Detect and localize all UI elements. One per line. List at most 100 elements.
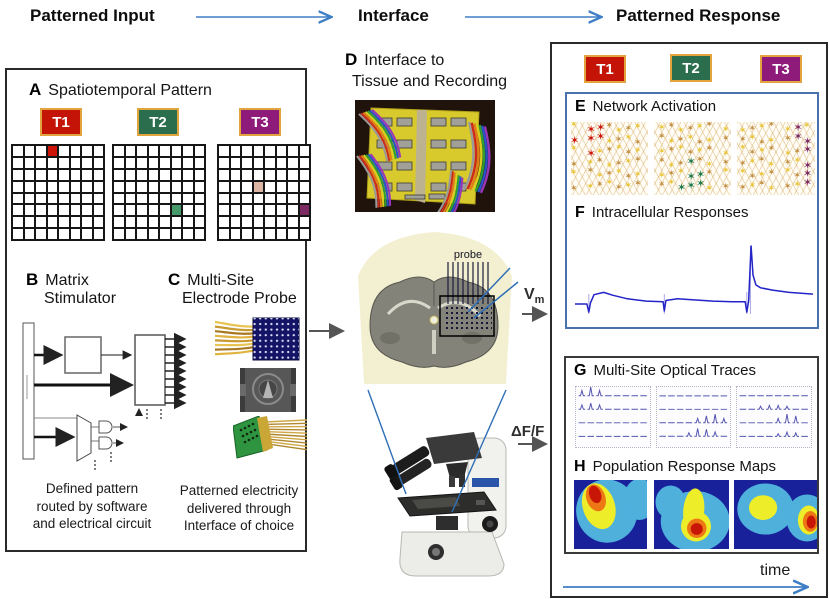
grid-cell	[182, 180, 194, 193]
grid-cell	[81, 180, 93, 193]
neuron-star: ✶	[739, 166, 747, 176]
neuron-star: ✶	[705, 182, 714, 193]
t1-label: T1	[40, 108, 82, 136]
grid-cell	[287, 216, 299, 229]
grid-cell	[147, 192, 159, 205]
grid-cell	[241, 228, 253, 240]
grid-cell	[58, 204, 70, 217]
grid-cell	[12, 156, 24, 169]
grid-cell	[113, 204, 125, 217]
grid-cell	[136, 216, 148, 229]
grid-cell	[46, 192, 58, 205]
grid-cell	[241, 180, 253, 193]
neuron-star: ✶	[667, 168, 676, 178]
grid-cell	[35, 180, 47, 193]
grid-cell	[252, 180, 264, 193]
neuron-star: ✶	[686, 155, 696, 168]
neuron-star: ✶	[803, 122, 811, 130]
grid-cell	[58, 156, 70, 169]
probe-label: probe	[454, 249, 482, 261]
neuron-star: ✶	[667, 122, 676, 130]
neuron-star: ✶	[624, 123, 633, 133]
neuron-star: ✶	[571, 182, 578, 193]
vm-label: Vm	[524, 286, 545, 307]
grid-cell	[92, 180, 104, 193]
grid-cell	[159, 156, 171, 169]
panel-f-letter: F	[575, 204, 585, 221]
neuron-star: ✶	[586, 148, 596, 160]
neuron-star: ✶	[767, 143, 776, 153]
neuron-star: ✶	[696, 122, 704, 131]
neuron-star: ✶	[784, 165, 792, 175]
neuron-star: ✶	[705, 122, 714, 129]
grid-cell	[298, 204, 310, 217]
grid-cell	[252, 216, 264, 229]
panel-c-letter: C	[168, 270, 181, 289]
grid-cell	[35, 192, 47, 205]
grid-cell	[218, 168, 230, 181]
panel-c-title-line2: Electrode Probe	[182, 290, 297, 307]
grid-cell	[113, 145, 125, 157]
neuron-star: ✶	[784, 156, 792, 167]
neuron-star: ✶	[596, 178, 604, 189]
network-activation-t1: ✶✶✶✶✶✶✶✶✶✶✶✶✶✶✶✶✶✶✶✶✶✶✶✶✶✶✶✶✶✶✶✶✶✶✶✶✶✶✶✶…	[571, 122, 648, 195]
grid-cell	[275, 168, 287, 181]
grid-cell	[46, 180, 58, 193]
grid-cell	[264, 180, 276, 193]
grid-cell	[170, 168, 182, 181]
grid-cell	[23, 192, 35, 205]
grid-cell	[218, 192, 230, 205]
grid-cell	[58, 192, 70, 205]
grid-cell	[58, 216, 70, 229]
grid-cell	[69, 168, 81, 181]
grid-cell	[193, 180, 205, 193]
grid-cell	[182, 192, 194, 205]
grid-cell	[275, 156, 287, 169]
grid-cell	[136, 228, 148, 240]
neuron-star: ✶	[793, 178, 802, 189]
neuron-star: ✶	[748, 171, 757, 181]
grid-cell	[35, 228, 47, 240]
grid-cell	[170, 192, 182, 205]
grid-cell	[147, 156, 159, 169]
grid-cell	[218, 204, 230, 217]
grid-cell	[170, 180, 182, 193]
grid-cell	[124, 204, 136, 217]
grid-cell	[182, 228, 194, 240]
panel-h-letter: H	[574, 458, 586, 475]
grid-cell	[287, 145, 299, 157]
panel-a-letter: A	[29, 80, 42, 99]
grid-cell	[287, 168, 299, 181]
grid-cell	[193, 168, 205, 181]
interface-board-photo	[355, 100, 495, 212]
neuron-star: ✶	[605, 135, 614, 146]
optical-traces-t3	[736, 386, 812, 448]
neuron-star: ✶	[634, 122, 642, 131]
neuron-star: ✶	[658, 130, 666, 141]
grid-cell	[58, 168, 70, 181]
grid-cell	[252, 204, 264, 217]
neuron-star: ✶	[667, 159, 676, 170]
neuron-star: ✶	[605, 176, 614, 187]
grid-cell	[298, 192, 310, 205]
needle-probe-image	[233, 416, 308, 459]
grid-cell	[92, 168, 104, 181]
neuron-star: ✶	[634, 177, 642, 188]
grid-cell	[218, 216, 230, 229]
grid-cell	[69, 180, 81, 193]
network-activation-t3: ✶✶✶✶✶✶✶✶✶✶✶✶✶✶✶✶✶✶✶✶✶✶✶✶✶✶✶✶✶✶✶✶✶✶✶✶✶✶✶✶…	[737, 122, 815, 195]
neuron-star: ✶	[605, 144, 614, 154]
grid-cell	[170, 156, 182, 169]
neuron-star: ✶	[696, 136, 704, 147]
neuron-star: ✶	[803, 135, 813, 148]
grid-cell	[92, 228, 104, 240]
grid-cell	[298, 180, 310, 193]
neuron-star: ✶	[658, 154, 666, 165]
neuron-star: ✶	[624, 179, 633, 190]
neuron-star: ✶	[767, 134, 776, 145]
stage-patterned-input: Patterned Input	[30, 6, 155, 25]
